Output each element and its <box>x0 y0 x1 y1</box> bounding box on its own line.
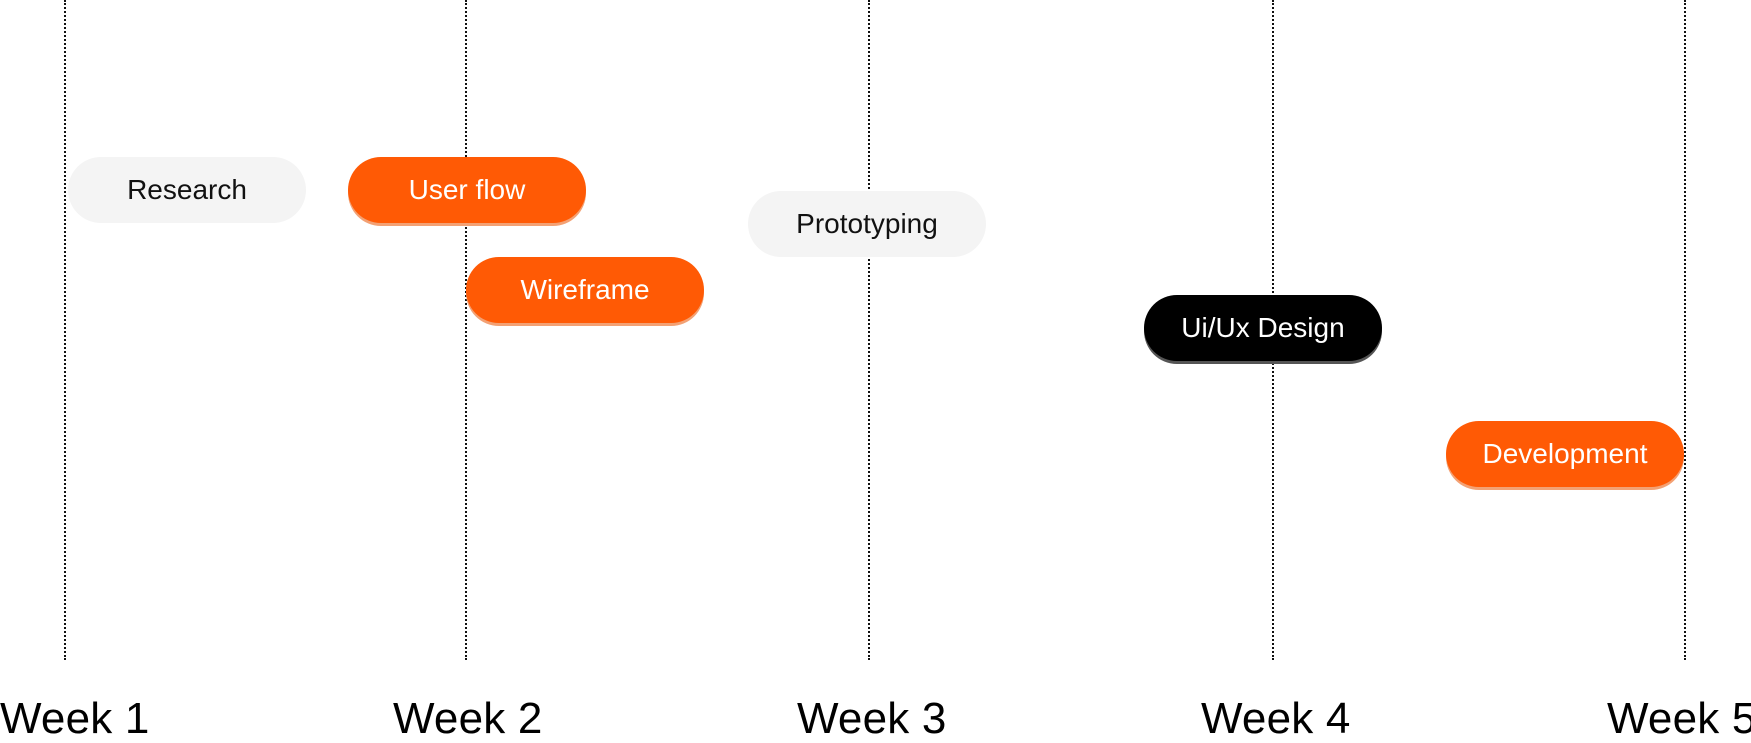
task-development: Development <box>1446 421 1684 487</box>
week-1-gridline <box>64 0 66 660</box>
week-4-label: Week 4 <box>1201 694 1351 743</box>
week-5-label: Week 5 <box>1607 694 1751 743</box>
week-1-label: Week 1 <box>0 694 150 743</box>
week-3-label: Week 3 <box>797 694 947 743</box>
week-2-label: Week 2 <box>393 694 543 743</box>
week-3-gridline <box>868 0 870 660</box>
task-research: Research <box>68 157 306 223</box>
week-5-gridline <box>1684 0 1686 660</box>
task-wireframe: Wireframe <box>466 257 704 323</box>
task-prototyping: Prototyping <box>748 191 986 257</box>
week-2-gridline <box>465 0 467 660</box>
task-user-flow: User flow <box>348 157 586 223</box>
task-ui-ux-design: Ui/Ux Design <box>1144 295 1382 361</box>
